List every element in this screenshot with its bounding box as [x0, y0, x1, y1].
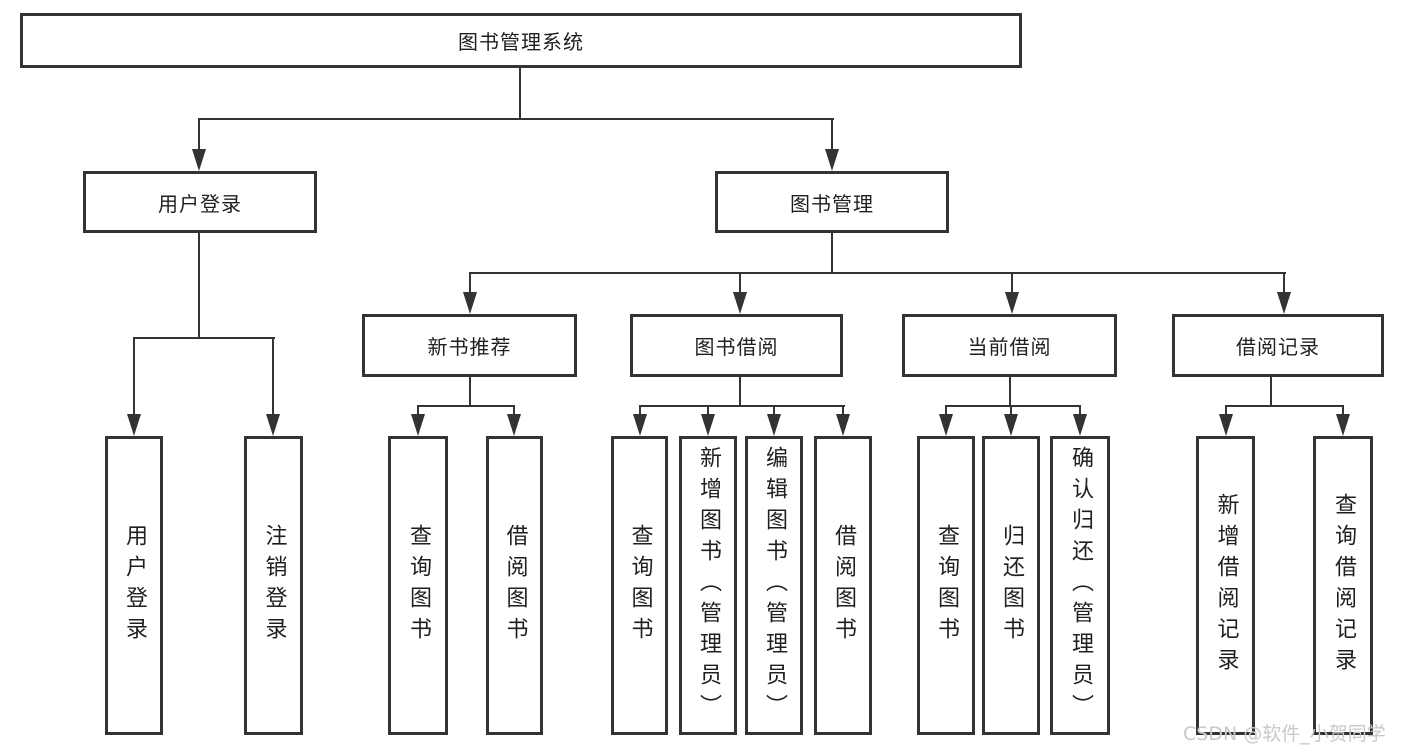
arrowhead-icon [1004, 414, 1018, 436]
arrowhead-icon [1073, 414, 1087, 436]
leaf-borrow-books-2: 借阅图书 [814, 436, 872, 735]
arrowhead-icon [1005, 292, 1019, 314]
arrowhead-icon [939, 414, 953, 436]
connector-line [739, 377, 741, 407]
node-label: 新增借阅记录 [1213, 492, 1239, 679]
connector-line [945, 405, 1081, 407]
node-label: 借阅记录 [1236, 335, 1320, 359]
arrowhead-icon [733, 292, 747, 314]
connector-line [739, 272, 741, 294]
connector-line [469, 272, 471, 294]
connector-line [133, 337, 275, 339]
connector-line [773, 405, 775, 417]
arrowhead-icon [411, 414, 425, 436]
arrowhead-icon [825, 149, 839, 171]
connector-line [519, 66, 521, 120]
connector-line [1270, 377, 1272, 407]
connector-line [1009, 377, 1011, 407]
connector-line [1283, 272, 1285, 294]
node-library-system: 图书管理系统 [20, 13, 1022, 68]
node-book-borrow: 图书借阅 [630, 314, 843, 377]
connector-line [272, 337, 274, 417]
node-user-login: 用户登录 [83, 171, 317, 233]
node-label: 查询图书 [934, 523, 959, 648]
leaf-user-login: 用户登录 [105, 436, 163, 735]
connector-line [198, 118, 834, 120]
connector-line [469, 272, 1286, 274]
node-label: 图书管理系统 [458, 30, 584, 54]
node-label: 借阅图书 [502, 523, 528, 648]
connector-line [417, 405, 419, 417]
node-label: 新增图书（管理员） [696, 446, 721, 725]
node-label: 图书借阅 [694, 335, 779, 359]
node-label: 借阅图书 [831, 523, 856, 648]
arrowhead-icon [1336, 414, 1350, 436]
connector-line [513, 405, 515, 417]
leaf-query-books-2: 查询图书 [611, 436, 668, 735]
connector-line [831, 233, 833, 274]
node-label: 用户登录 [158, 191, 242, 216]
node-label: 编辑图书（管理员） [762, 446, 787, 725]
node-label: 注销登录 [261, 523, 287, 648]
connector-line [639, 405, 641, 417]
connector-line [639, 405, 845, 407]
leaf-add-borrow-record: 新增借阅记录 [1196, 436, 1255, 735]
node-new-book-recommend: 新书推荐 [362, 314, 577, 377]
connector-line [831, 118, 833, 152]
connector-line [842, 405, 844, 417]
leaf-query-borrow-record: 查询借阅记录 [1313, 436, 1373, 735]
node-label: 查询图书 [627, 523, 653, 648]
node-label: 用户登录 [122, 523, 147, 648]
leaf-confirm-return-admin: 确认归还（管理员） [1050, 436, 1110, 735]
node-current-borrow: 当前借阅 [902, 314, 1117, 377]
leaf-edit-books-admin: 编辑图书（管理员） [745, 436, 803, 735]
connector-line [469, 377, 471, 407]
connector-line [133, 337, 135, 417]
arrowhead-icon [767, 414, 781, 436]
connector-line [1011, 272, 1013, 294]
node-label: 当前借阅 [967, 335, 1052, 359]
arrowhead-icon [192, 149, 206, 171]
connector-line [198, 233, 200, 339]
connector-line [1079, 405, 1081, 417]
node-book-management: 图书管理 [715, 171, 949, 233]
leaf-borrow-books-1: 借阅图书 [486, 436, 543, 735]
node-borrow-records: 借阅记录 [1172, 314, 1384, 377]
arrowhead-icon [836, 414, 850, 436]
node-label: 归还图书 [999, 523, 1024, 648]
arrowhead-icon [1277, 292, 1291, 314]
connector-line [1342, 405, 1344, 417]
node-label: 查询图书 [406, 523, 431, 648]
leaf-add-books-admin: 新增图书（管理员） [679, 436, 737, 735]
arrowhead-icon [127, 414, 141, 436]
node-label: 确认归还（管理员） [1068, 446, 1093, 725]
arrowhead-icon [507, 414, 521, 436]
leaf-logout: 注销登录 [244, 436, 303, 735]
connector-line [707, 405, 709, 417]
leaf-query-books-1: 查询图书 [388, 436, 448, 735]
connector-line [1225, 405, 1227, 417]
arrowhead-icon [1219, 414, 1233, 436]
leaf-query-books-3: 查询图书 [917, 436, 975, 735]
connector-line [417, 405, 515, 407]
watermark: CSDN @软件_小贺同学 [1183, 723, 1386, 745]
arrowhead-icon [266, 414, 280, 436]
node-label: 查询借阅记录 [1331, 492, 1356, 679]
connector-line [1010, 405, 1012, 417]
connector-line [1225, 405, 1344, 407]
node-label: 图书管理 [790, 191, 874, 216]
node-label: 新书推荐 [427, 335, 512, 359]
connector-line [945, 405, 947, 417]
leaf-return-books: 归还图书 [982, 436, 1040, 735]
connector-line [198, 118, 200, 152]
arrowhead-icon [701, 414, 715, 436]
arrowhead-icon [633, 414, 647, 436]
arrowhead-icon [463, 292, 477, 314]
